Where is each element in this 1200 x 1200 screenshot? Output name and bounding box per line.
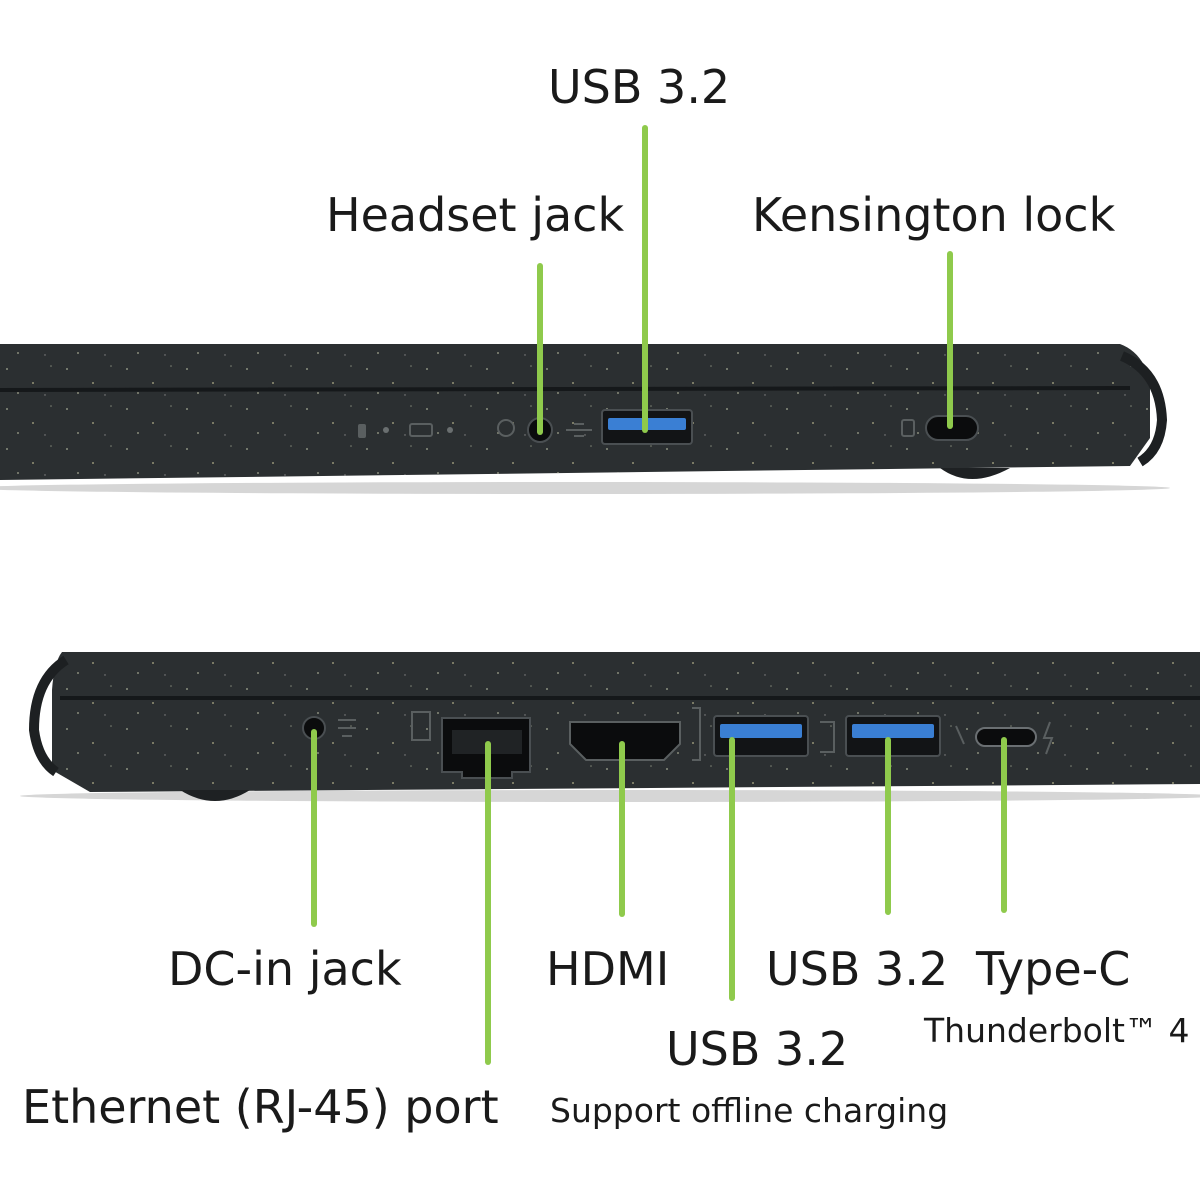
dc-in-port <box>302 716 356 740</box>
usb-a-port <box>845 715 941 757</box>
label-kensington-lock: Kensington lock <box>752 188 1116 242</box>
label-offline-charging: Support offline charging <box>550 1091 949 1130</box>
leader-lines <box>311 125 1007 1065</box>
label-dc-in-jack: DC-in jack <box>168 942 402 996</box>
label-usb-top: USB 3.2 <box>548 60 731 114</box>
label-ethernet-port: Ethernet (RJ-45) port <box>22 1080 499 1134</box>
laptop-right-side <box>0 344 1170 494</box>
label-headset-jack: Headset jack <box>326 188 625 242</box>
label-hdmi: HDMI <box>546 942 670 996</box>
hdmi-port <box>569 707 701 761</box>
label-typec: Type-C <box>976 942 1131 996</box>
laptop-left-side <box>20 652 1200 802</box>
usb-symbol-icon <box>566 423 592 437</box>
label-usb-offline: USB 3.2 <box>666 1022 849 1076</box>
label-usb-bottom: USB 3.2 <box>766 942 949 996</box>
led-indicators <box>358 423 453 438</box>
usb-a-port-offline-charging <box>713 715 835 757</box>
thunderbolt-icon <box>1042 721 1054 755</box>
kensington-lock-slot <box>901 415 979 441</box>
label-thunderbolt: Thunderbolt™ 4 <box>924 1011 1190 1050</box>
